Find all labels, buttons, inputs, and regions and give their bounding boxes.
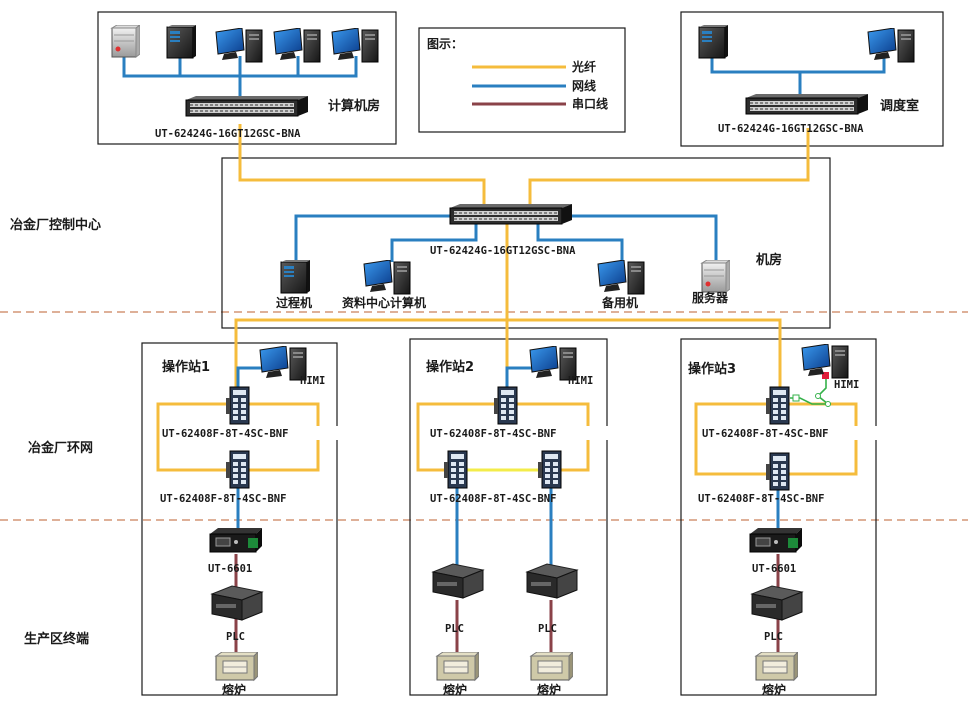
industrial-switch-icon [538, 450, 562, 489]
industrial-switch-icon [444, 450, 468, 489]
station-1-hmi-link [236, 366, 264, 388]
furnace-icon [436, 652, 479, 681]
plc-icon [432, 563, 484, 599]
fiber-computer-room-to-core [238, 124, 486, 212]
station-3-switch-top-model: UT-62408F-8T-4SC-BNF [702, 428, 828, 440]
computer-room-switch-model: UT-62424G-16GT12GSC-BNA [155, 128, 301, 140]
plc-icon [526, 563, 578, 599]
pc-icon [867, 28, 915, 63]
station-2-switch-bottom-model: UT-62408F-8T-4SC-BNF [430, 493, 556, 505]
station-1-hmi-label: HIMI [300, 375, 325, 387]
label-backplate [428, 426, 610, 440]
server-icon [701, 260, 730, 293]
device-label-backup-machine: 备用机 [601, 295, 638, 310]
computer-room-box [97, 11, 397, 145]
station-2-hmi-label: HIMI [568, 375, 593, 387]
station-3-name: 操作站3 [688, 361, 736, 377]
furnace-icon [215, 652, 258, 681]
station-2-furnace-b-label: 熔炉 [537, 682, 561, 697]
data-center-computer-icon [363, 260, 411, 295]
zone-label-production-terminal: 生产区终端 [24, 631, 89, 647]
legend-fiber-label: 光纤 [571, 59, 596, 74]
legend-serial-label: 串口线 [572, 96, 608, 111]
zone-label-ring-network: 冶金厂环网 [28, 440, 93, 456]
serial-converter-icon [749, 527, 803, 553]
connector-marker [825, 401, 831, 407]
station-3-switch-bottom-model: UT-62408F-8T-4SC-BNF [698, 493, 824, 505]
station-2-switch-top-model: UT-62408F-8T-4SC-BNF [430, 428, 556, 440]
station-3-furnace-label: 熔炉 [762, 682, 786, 697]
fiber-core-to-station-3 [507, 318, 782, 388]
device-label-data-center-computer: 资料中心计算机 [342, 295, 426, 310]
station-2-plc-b-label: PLC [538, 623, 557, 635]
station-3-plc-label: PLC [764, 631, 783, 643]
furnace-icon [755, 652, 798, 681]
station-1-box [141, 342, 338, 696]
zone-label-control-center: 冶金厂控制中心 [10, 217, 101, 233]
plc-icon [211, 585, 263, 621]
connector-marker [792, 394, 800, 402]
rack-switch-icon [185, 96, 309, 117]
industrial-switch-icon [226, 386, 250, 425]
rack-switch-icon [745, 94, 869, 115]
backup-machine-icon [597, 260, 645, 295]
device-label-process-machine: 过程机 [276, 295, 312, 310]
industrial-switch-icon [766, 386, 790, 425]
dispatch-room-switch-model: UT-62424G-16GT12GSC-BNA [718, 123, 864, 135]
label-backplate [700, 426, 880, 440]
station-2-hmi-link [505, 366, 532, 388]
ethernet-computer-room [122, 56, 358, 98]
station-2-plc-a-label: PLC [445, 623, 464, 635]
station-1-switch-bottom-model: UT-62408F-8T-4SC-BNF [160, 493, 286, 505]
machine-room-box [221, 157, 831, 329]
station-1-switch-top-model: UT-62408F-8T-4SC-BNF [162, 428, 288, 440]
plc-icon [751, 585, 803, 621]
industrial-switch-icon [766, 452, 790, 491]
connector-marker [822, 372, 829, 379]
machine-room-label: 机房 [756, 252, 782, 268]
station-2-plc-links [455, 488, 553, 566]
label-backplate [160, 426, 340, 440]
core-switch-icon [449, 204, 573, 225]
server-icon [111, 25, 140, 58]
station-3-converter-model: UT-6601 [752, 563, 796, 575]
furnace-icon [530, 652, 573, 681]
station-1-plc-label: PLC [226, 631, 245, 643]
legend-ethernet-label: 网线 [572, 78, 596, 93]
industrial-switch-icon [494, 386, 518, 425]
workstation-tower-icon [166, 25, 196, 59]
device-label-server: 服务器 [692, 290, 729, 305]
legend-title: 图示： [427, 37, 463, 51]
station-2-furnace-a-label: 熔炉 [443, 682, 467, 697]
ethernet-dispatch-room [710, 56, 886, 96]
station-1-converter-model: UT-6601 [208, 563, 252, 575]
dispatch-room-box [680, 11, 944, 147]
ethernet-machine-room [294, 214, 718, 262]
process-machine-icon [280, 260, 310, 294]
fiber-dispatch-to-core [528, 128, 810, 212]
workstation-tower-icon [698, 25, 728, 59]
connector-marker [815, 393, 821, 399]
dispatch-room-label: 调度室 [880, 98, 919, 114]
station-1-name: 操作站1 [162, 359, 210, 375]
station-2-name: 操作站2 [426, 359, 474, 375]
station-1-furnace-label: 熔炉 [222, 682, 246, 697]
core-switch-model: UT-62424G-16GT12GSC-BNA [430, 245, 576, 257]
industrial-switch-icon [226, 450, 250, 489]
station-2-serial-links [455, 600, 553, 658]
serial-converter-icon [209, 527, 263, 553]
station-3-hmi-label: HIMI [834, 379, 859, 391]
computer-room-label: 计算机房 [328, 98, 380, 114]
legend-box [418, 27, 626, 133]
